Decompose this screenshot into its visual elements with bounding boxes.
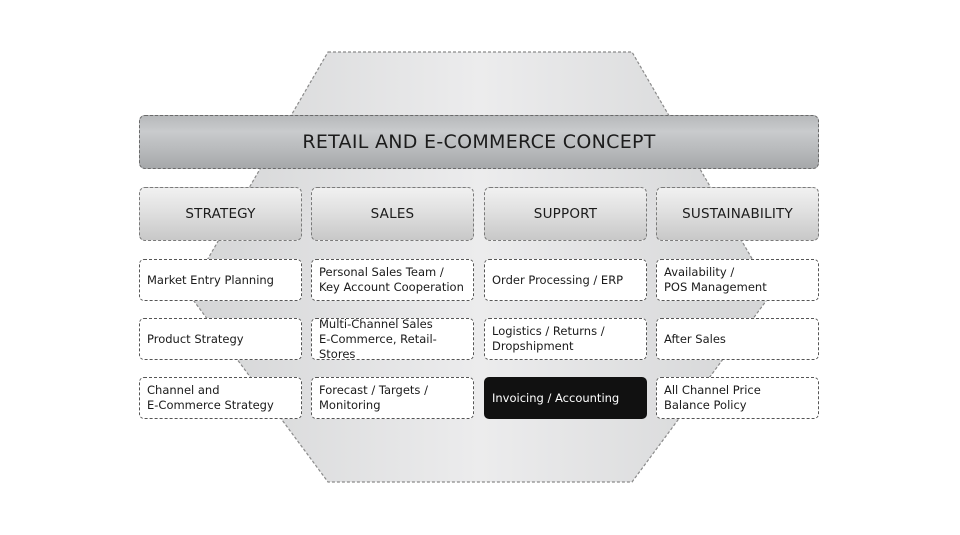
concept-item-support-3: Invoicing / Accounting bbox=[484, 377, 647, 419]
column-header-sustainability: SUSTAINABILITY bbox=[656, 187, 819, 241]
column-header-strategy: STRATEGY bbox=[139, 187, 302, 241]
concept-item-sustainability-2: After Sales bbox=[656, 318, 819, 360]
concept-item-strategy-1: Market Entry Planning bbox=[139, 259, 302, 301]
concept-item-strategy-2: Product Strategy bbox=[139, 318, 302, 360]
concept-item-sales-2: Multi-Channel Sales E-Commerce, Retail-S… bbox=[311, 317, 474, 361]
column-header-support: SUPPORT bbox=[484, 187, 647, 241]
concept-item-sustainability-3: All Channel Price Balance Policy bbox=[656, 377, 819, 419]
concept-item-strategy-3: Channel and E-Commerce Strategy bbox=[139, 377, 302, 419]
concept-item-support-1: Order Processing / ERP bbox=[484, 259, 647, 301]
concept-item-sales-1: Personal Sales Team / Key Account Cooper… bbox=[311, 259, 474, 301]
concept-title-banner: RETAIL AND E-COMMERCE CONCEPT bbox=[139, 115, 819, 169]
concept-item-sustainability-1: Availability / POS Management bbox=[656, 259, 819, 301]
column-header-sales: SALES bbox=[311, 187, 474, 241]
concept-item-sales-3: Forecast / Targets / Monitoring bbox=[311, 377, 474, 419]
concept-item-support-2: Logistics / Returns / Dropshipment bbox=[484, 318, 647, 360]
